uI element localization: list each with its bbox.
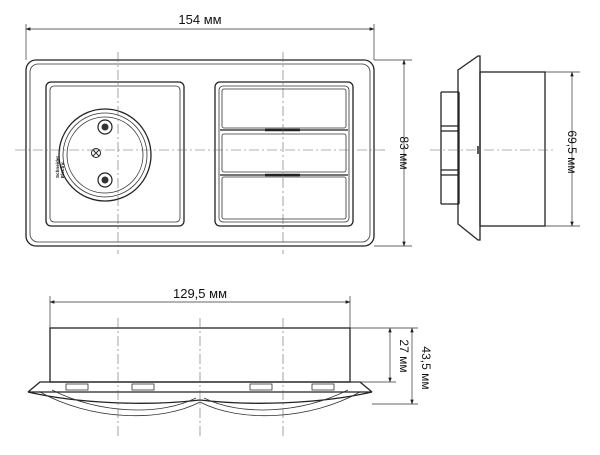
- switch-module: [214, 81, 354, 227]
- front-view: Schneider Electric 154 мм 83 м: [15, 12, 412, 254]
- side-body: [479, 71, 546, 227]
- frame-inner: [29, 63, 371, 243]
- socket-face: [58, 108, 152, 202]
- side-frame: [457, 55, 481, 241]
- svg-text:Schneider: Schneider: [55, 156, 60, 178]
- front-width-label: 154 мм: [178, 12, 221, 27]
- svg-text:Electric: Electric: [60, 161, 65, 178]
- bottom-depth-inner-label: 27 мм: [397, 339, 411, 372]
- socket-module: Schneider Electric: [45, 81, 185, 227]
- brand-logo: Schneider Electric: [55, 156, 65, 178]
- bottom-depth-total-label: 43,5 мм: [419, 346, 433, 389]
- side-rockers: [440, 91, 460, 205]
- side-view: 69,5 мм: [430, 55, 580, 241]
- front-height-label: 83 мм: [397, 136, 411, 169]
- switch-rocker-bottom: [221, 176, 347, 220]
- bottom-width-label: 129,5 мм: [173, 286, 227, 301]
- side-height-label: 69,5 мм: [565, 130, 579, 173]
- switch-rocker-middle: [221, 133, 347, 173]
- bottom-view: 129,5 мм 27 мм 43,5 мм: [27, 286, 433, 438]
- switch-rocker-top: [221, 88, 347, 129]
- frame-outer: [25, 59, 375, 247]
